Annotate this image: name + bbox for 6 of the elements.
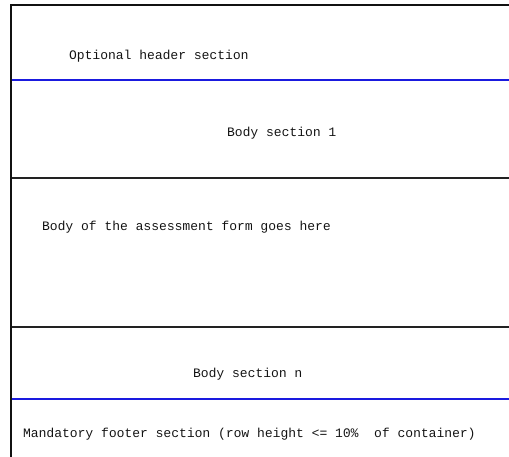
section-label: Body section n xyxy=(193,366,302,381)
section-label: Mandatory footer section (row height <= 10% of container) xyxy=(23,426,476,441)
section-label: Optional header section xyxy=(69,48,248,63)
section-label: Body of the assessment form goes here xyxy=(42,219,331,234)
section-label: Body section 1 xyxy=(227,125,336,140)
form-container xyxy=(10,4,509,457)
